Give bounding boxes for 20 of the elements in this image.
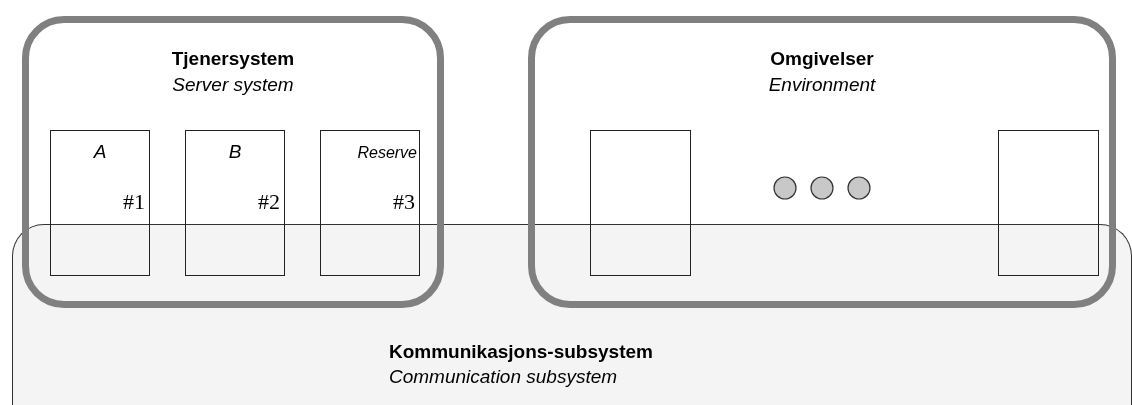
group-title: Omgivelser [769, 48, 875, 70]
subsystem-title: Kommunikasjons-subsystem [389, 341, 653, 363]
group-frame [528, 16, 1116, 308]
component-box [320, 130, 420, 276]
subsystem-subtitle: Communication subsystem [389, 366, 618, 388]
group-frame [22, 16, 444, 308]
component-number: #2 [258, 189, 280, 215]
group-subtitle: Server system [171, 74, 295, 96]
component-number: #1 [123, 189, 145, 215]
component-label: B [227, 141, 243, 163]
subsystem-panel [12, 224, 1132, 405]
component-label: A [92, 141, 108, 163]
component-box [590, 130, 691, 276]
component-box [50, 130, 150, 276]
group-title: Tjenersystem [170, 48, 296, 70]
component-box [185, 130, 285, 276]
group-subtitle: Environment [767, 74, 877, 96]
component-box [998, 130, 1099, 276]
component-label: Reserve [357, 144, 417, 162]
component-number: #3 [393, 189, 415, 215]
